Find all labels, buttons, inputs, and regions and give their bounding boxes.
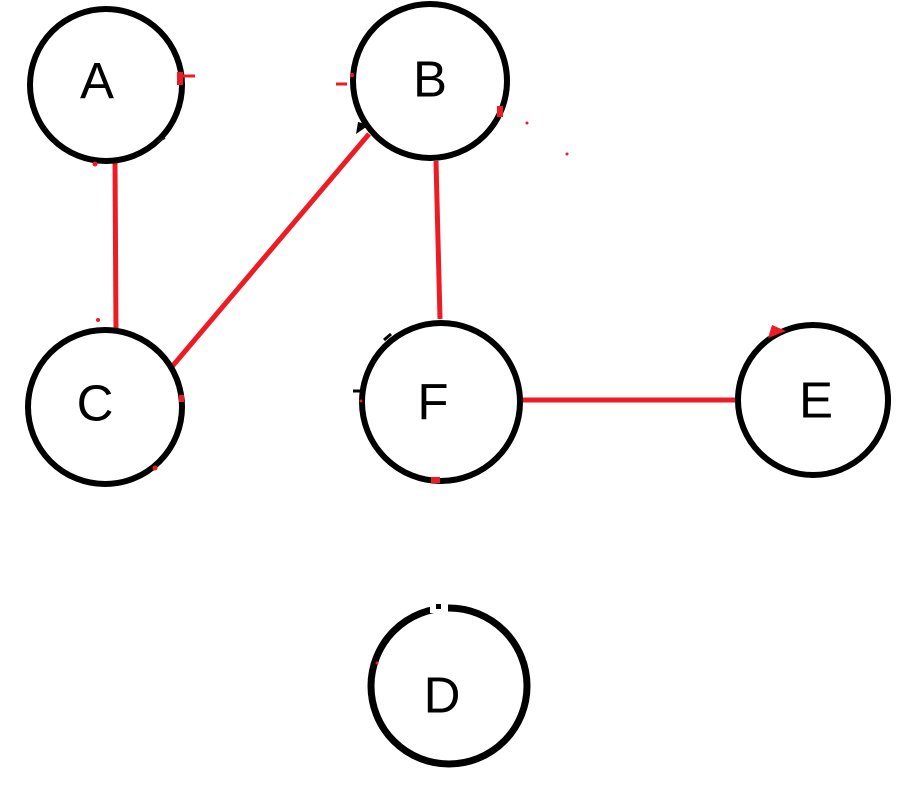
c-bottom-dot — [152, 465, 158, 471]
d-left-dot — [375, 661, 379, 665]
node-B-label: B — [413, 51, 447, 108]
node-E-label: E — [799, 372, 833, 429]
node-E-circle — [735, 322, 891, 478]
b-lower-left-wedge — [356, 122, 369, 134]
b-right-tick — [497, 106, 503, 117]
a-bottom-dot — [92, 161, 98, 167]
f-top-left-tick — [383, 332, 392, 342]
a-inner-tick — [156, 137, 166, 143]
d-top-dash — [436, 604, 441, 609]
node-A-label: A — [80, 53, 114, 110]
edge-B-F — [433, 160, 443, 320]
edge-A-C — [112, 160, 119, 332]
edge-B-C — [168, 132, 371, 371]
f-bottom-tick — [431, 477, 440, 483]
e-arrowhead — [768, 325, 786, 338]
a-right-tick — [177, 72, 183, 85]
node-F-label: F — [417, 374, 448, 431]
node-C-label: C — [77, 375, 114, 432]
f-left-dot — [359, 399, 363, 403]
c-right-tick — [179, 395, 184, 402]
c-top-dot — [96, 318, 100, 322]
node-C-circle — [25, 327, 185, 487]
node-B-circle — [350, 1, 510, 161]
node-D-label: D — [424, 667, 461, 724]
stray-dot-1 — [525, 121, 529, 125]
node-D-circle — [367, 604, 531, 768]
stray-dot-2 — [565, 152, 569, 156]
b-left-dot — [350, 73, 354, 77]
